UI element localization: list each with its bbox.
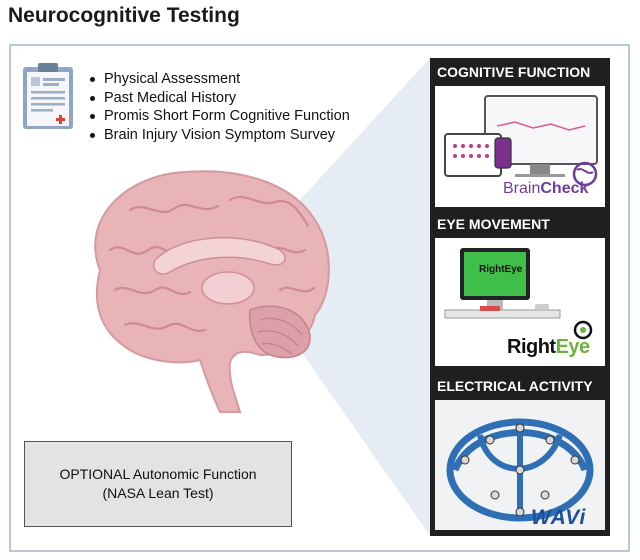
list-item: Physical Assessment	[86, 70, 350, 89]
optional-test-box: OPTIONAL Autonomic Function (NASA Lean T…	[24, 441, 292, 527]
righteye-device-icon	[444, 248, 593, 340]
clipboard-icon	[23, 63, 73, 129]
braincheck-logo: BrainCheck	[503, 180, 589, 197]
wavi-image: WAVi	[435, 400, 605, 530]
wavi-logo: WAVi	[531, 506, 587, 529]
list-item: Promis Short Form Cognitive Function	[86, 107, 350, 126]
figure-frame	[9, 44, 630, 552]
assessment-list: Physical Assessment Past Medical History…	[86, 70, 350, 144]
eeg-headset-icon	[435, 400, 605, 530]
monitor-screen-text: RightEye	[479, 264, 523, 275]
optional-line-2: (NASA Lean Test)	[102, 485, 214, 501]
panel-header-cognitive: COGNITIVE FUNCTION	[437, 64, 591, 80]
braincheck-image: BrainCheck	[435, 86, 605, 207]
page-title: Neurocognitive Testing	[8, 4, 240, 27]
brain-illustration	[94, 170, 330, 413]
righteye-image: RightEye RightEye	[435, 238, 605, 366]
braincheck-devices-icon	[444, 95, 598, 187]
optional-line-1: OPTIONAL Autonomic Function	[59, 466, 257, 482]
righteye-logo: RightEye	[507, 336, 590, 358]
list-item: Brain Injury Vision Symptom Survey	[86, 126, 350, 145]
list-item: Past Medical History	[86, 89, 350, 108]
panel-header-electrical: ELECTRICAL ACTIVITY	[437, 378, 593, 394]
panel-header-eye: EYE MOVEMENT	[437, 216, 550, 232]
modality-panel: COGNITIVE FUNCTION BrainCheck EYE MOVEME…	[430, 58, 610, 536]
